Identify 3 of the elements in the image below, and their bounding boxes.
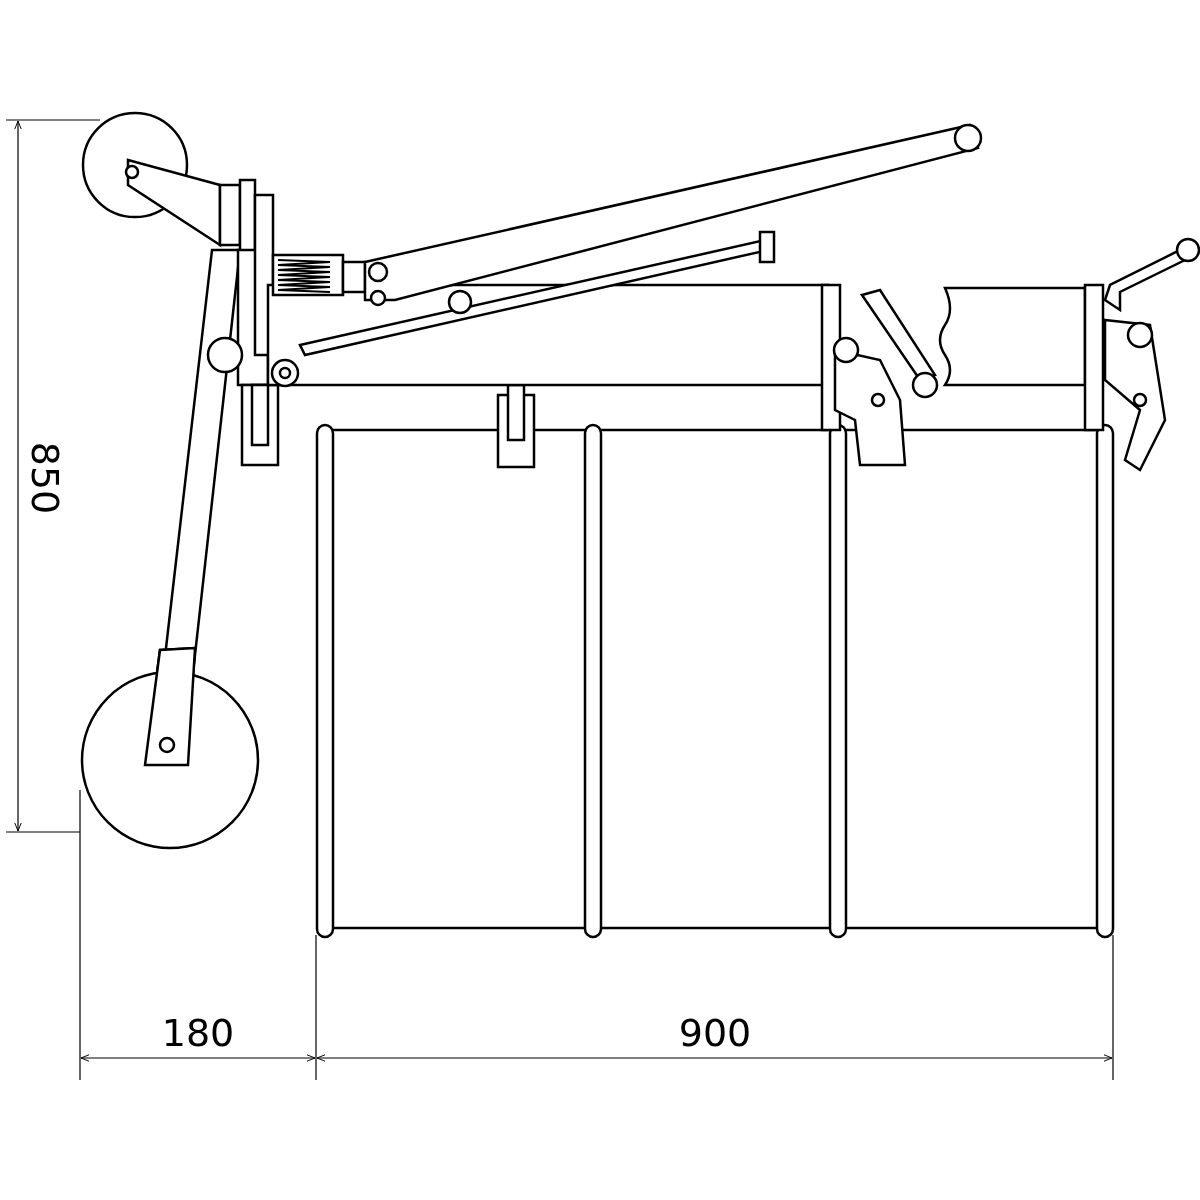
dimension-label: 900 xyxy=(678,1014,752,1052)
dimension-label: 850 xyxy=(26,441,64,515)
dimension-label: 180 xyxy=(161,1014,235,1052)
